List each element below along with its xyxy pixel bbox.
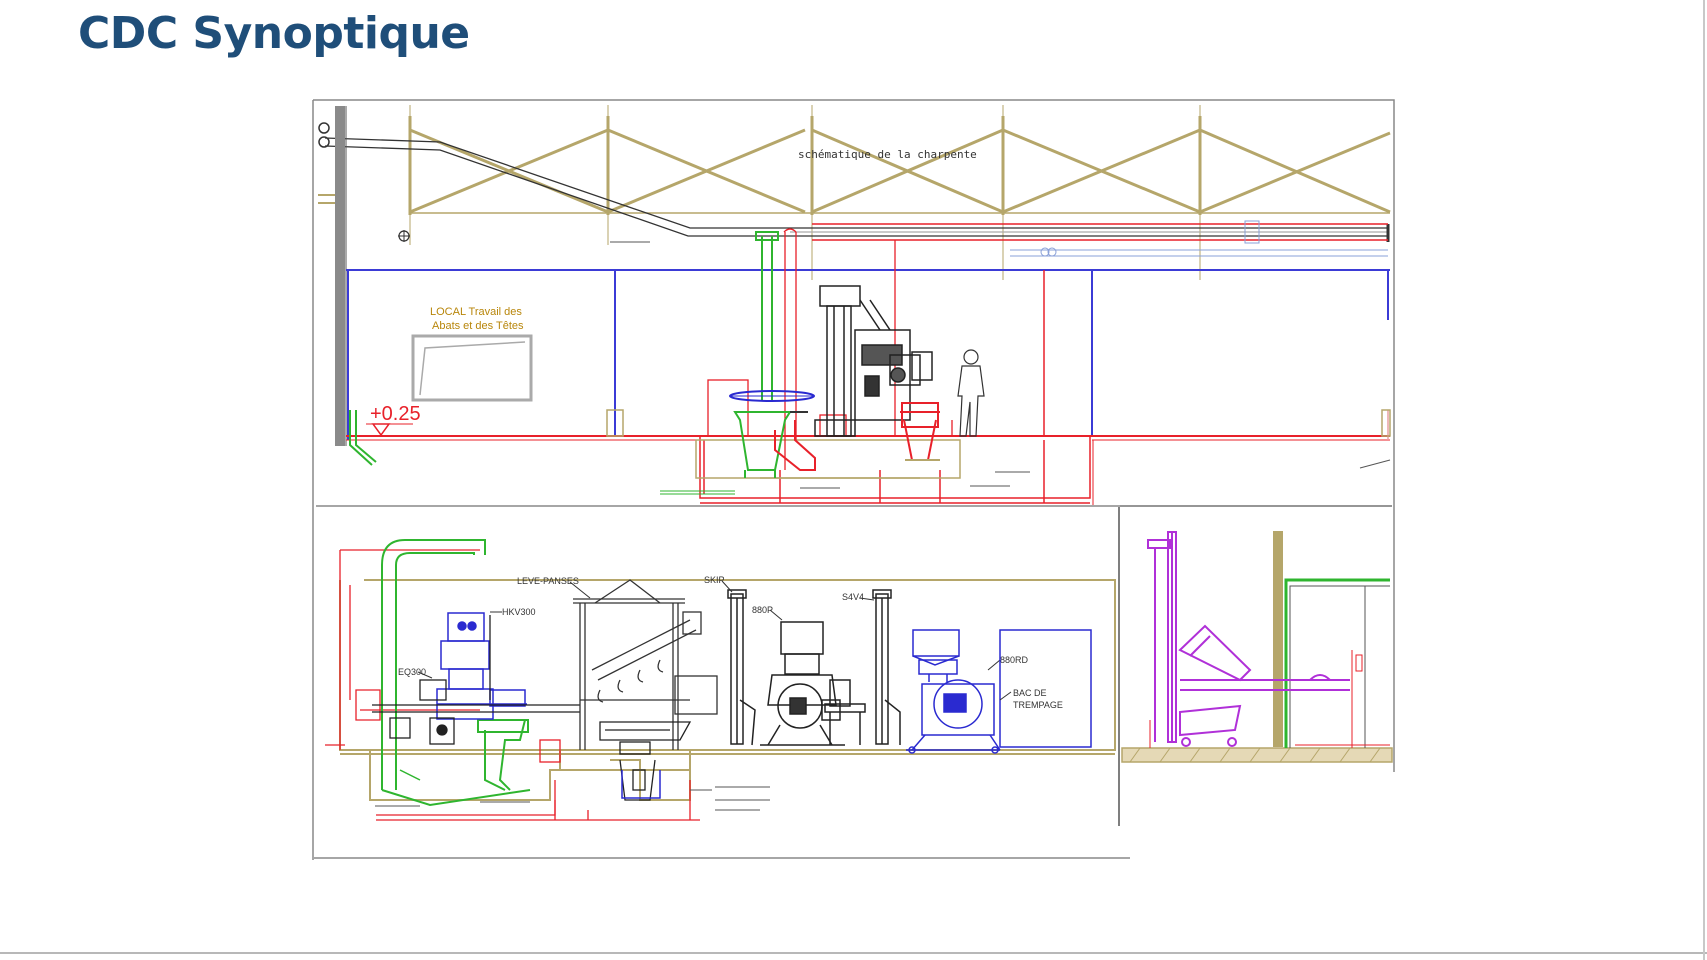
- slide-right-border: [1703, 0, 1705, 960]
- partition-walls: [346, 269, 1390, 440]
- label-hkv300: HKV300: [502, 607, 536, 617]
- human-figure: [957, 349, 985, 437]
- green-pipe: [381, 539, 531, 807]
- label-880p: 880P: [752, 605, 773, 615]
- bottom-left-panel-elevation: HKV300 EQ300 LEVE-PANSES: [314, 507, 1130, 859]
- label-880rd: 880RD: [1000, 655, 1029, 665]
- ground-hatch: [1121, 747, 1393, 763]
- s4v4-machine: [824, 589, 901, 745]
- leve-panses: [573, 579, 718, 750]
- soaking-tank: [999, 629, 1092, 748]
- window: [411, 334, 533, 402]
- floor-pit: [699, 436, 1091, 504]
- roof-note: schématique de la charpente: [798, 148, 977, 161]
- red-trolley: [900, 402, 940, 461]
- top-panel-elevation: schématique de la charpente LOCAL Travai…: [312, 99, 1395, 860]
- bottom-right-panel-elevation: [1120, 505, 1395, 772]
- label-bac-line2: TREMPAGE: [1013, 700, 1063, 710]
- slide-title: CDC Synoptique: [78, 8, 470, 59]
- wooden-column: [1273, 531, 1283, 747]
- machine-880p: [760, 621, 851, 746]
- room-label-line2: Abats et des Têtes: [432, 320, 524, 332]
- overhead-rail: [324, 137, 1390, 242]
- level-mark: +0.25: [370, 403, 421, 425]
- label-s4v4: S4V4: [842, 592, 864, 602]
- magenta-lift: [1147, 531, 1350, 747]
- room-label-line1: LOCAL Travail des: [430, 306, 522, 318]
- slide-bottom-border: [0, 952, 1707, 954]
- hkv300-machine: [436, 612, 527, 720]
- green-chute: [733, 231, 792, 478]
- machine-880rd: [906, 629, 1001, 754]
- building-column: [335, 106, 345, 446]
- central-machine: [814, 285, 933, 437]
- label-eq300: EQ300: [398, 667, 426, 677]
- label-leve-panses: LEVE-PANSES: [517, 576, 579, 586]
- roof-truss: [318, 116, 1391, 215]
- skip-machine: [727, 589, 756, 746]
- label-bac-line1: BAC DE: [1013, 688, 1047, 698]
- label-skip: SKIP: [704, 575, 725, 585]
